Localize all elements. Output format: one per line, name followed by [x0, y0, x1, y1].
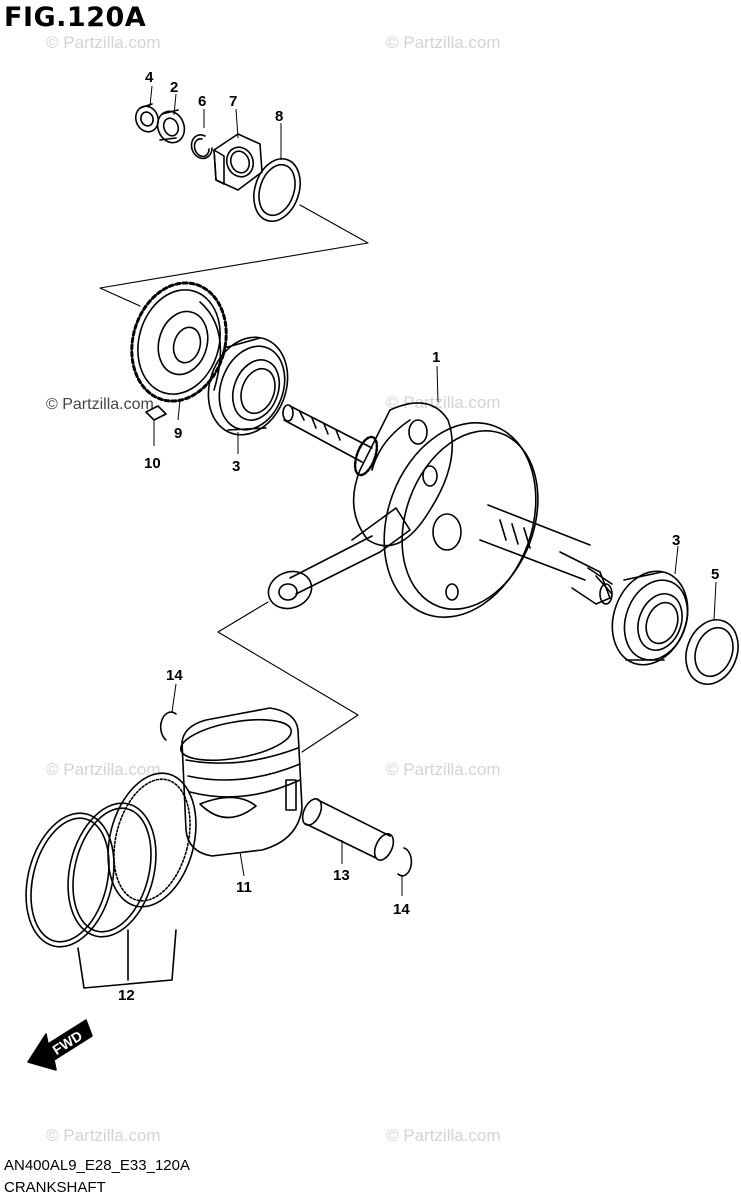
washer-part-8 — [253, 158, 301, 222]
callout-14-right: 14 — [393, 901, 410, 918]
circlip-part-14-right — [397, 847, 413, 877]
watermark: © Partzilla.com — [386, 33, 501, 52]
assembly-guide-lines — [99, 204, 369, 753]
bearing-part-3-lower — [611, 570, 689, 666]
bearing-part-4 — [134, 103, 160, 133]
diagram-code: AN400AL9_E28_E33_120A — [4, 1157, 190, 1174]
piston-pin-part-13 — [301, 798, 395, 861]
watermark: © Partzilla.com — [46, 33, 161, 52]
leader-lines — [149, 85, 717, 896]
callout-11: 11 — [236, 879, 252, 896]
key-part-10 — [145, 405, 167, 421]
watermark: © Partzilla.com — [46, 1126, 161, 1145]
callout-5: 5 — [711, 566, 719, 583]
callout-12: 12 — [118, 987, 135, 1004]
watermark: © Partzilla.com — [386, 1126, 501, 1145]
callout-10: 10 — [144, 455, 161, 472]
watermark: © Partzilla.com — [46, 760, 161, 779]
forward-direction-arrow — [27, 1019, 93, 1071]
circlip-part-14-left — [159, 711, 177, 741]
callout-labels: 4 2 6 7 8 1 9 10 3 3 5 14 11 13 14 12 FW… — [50, 69, 720, 1058]
callout-9: 9 — [174, 425, 182, 442]
callout-13: 13 — [333, 867, 350, 884]
callout-3-upper: 3 — [232, 458, 240, 475]
diagram-name: CRANKSHAFT — [4, 1179, 106, 1196]
callout-1: 1 — [432, 349, 440, 366]
bearing-part-3-upper — [207, 336, 289, 436]
watermark: © Partzilla.com — [386, 760, 501, 779]
figure-title: FIG.120A — [4, 2, 147, 33]
callout-7: 7 — [229, 93, 237, 110]
callout-6: 6 — [198, 93, 206, 110]
circlip-part-6 — [190, 134, 213, 160]
hex-nut-part-7 — [213, 133, 263, 191]
watermark: © Partzilla.com — [386, 393, 501, 412]
crankshaft-part-1 — [267, 402, 613, 618]
callout-2: 2 — [170, 79, 178, 96]
callout-4: 4 — [145, 69, 154, 86]
callout-14-left: 14 — [166, 667, 183, 684]
callout-8: 8 — [275, 108, 283, 125]
piston-part-11 — [179, 707, 303, 857]
bushing-part-2 — [156, 109, 186, 144]
oil-seal-part-5 — [685, 619, 739, 685]
callout-3-lower: 3 — [672, 532, 680, 549]
gear-part-9 — [130, 281, 228, 403]
watermark: © Partzilla.com — [46, 396, 154, 413]
piston-ring-set-part-12 — [25, 772, 197, 989]
